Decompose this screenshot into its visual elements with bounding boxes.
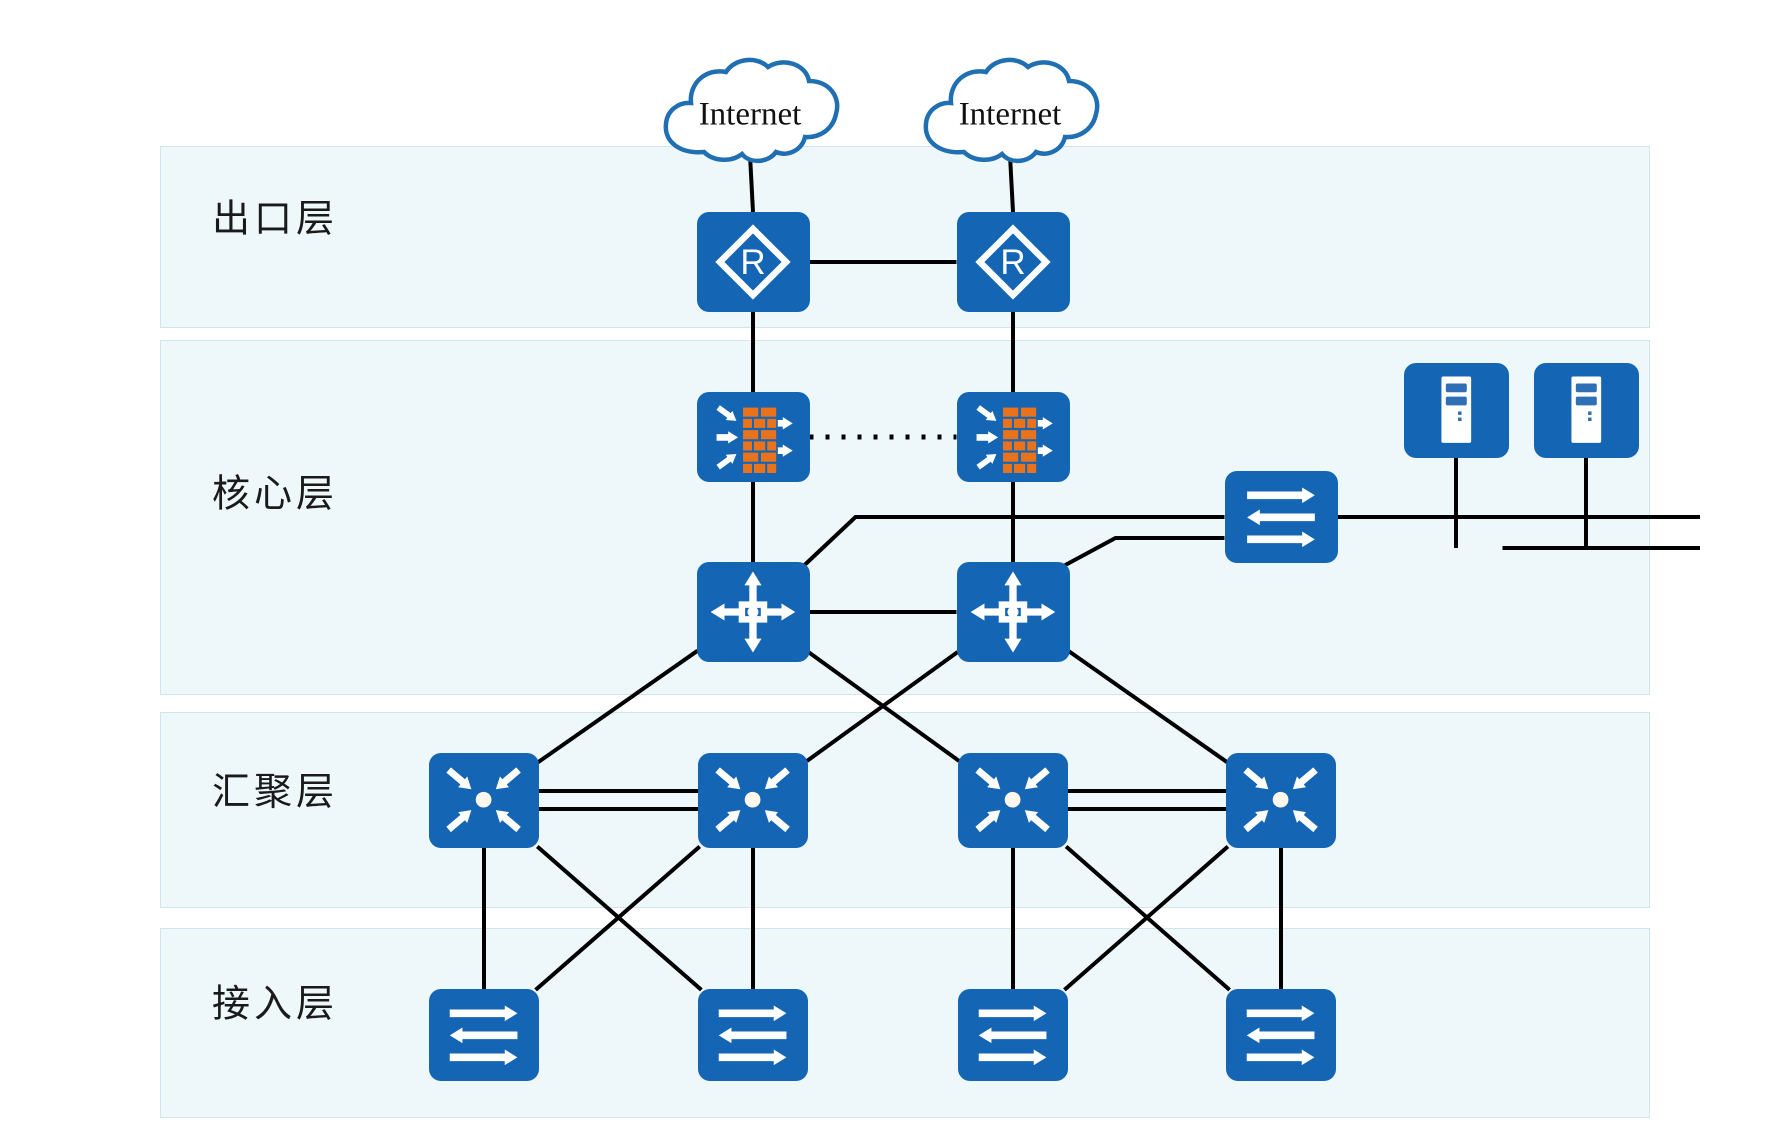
aggregation-switch-icon — [958, 752, 1068, 848]
cloud-label: Internet — [958, 96, 1062, 133]
layer2-switch-icon — [958, 989, 1068, 1081]
node-cloud-1[interactable]: Internet — [650, 50, 850, 180]
cloud-icon — [663, 57, 840, 164]
aggregation-switch-icon — [698, 752, 808, 848]
node-agg-sw-2[interactable] — [698, 752, 808, 848]
node-server-sw[interactable] — [1224, 471, 1338, 563]
node-acc-sw-2[interactable] — [698, 989, 808, 1081]
layer-band-egress — [160, 146, 1650, 328]
node-agg-sw-1[interactable] — [429, 752, 539, 848]
server-icon — [1533, 362, 1639, 458]
node-acc-sw-4[interactable] — [1226, 989, 1336, 1081]
node-firewall-2[interactable] — [956, 392, 1070, 482]
layer2-switch-icon — [698, 989, 808, 1081]
layer-band-access — [160, 928, 1650, 1118]
firewall-icon — [956, 392, 1070, 482]
svg-text:R: R — [740, 243, 765, 282]
node-server-2[interactable] — [1533, 362, 1639, 458]
layer3-switch-icon — [956, 562, 1070, 662]
layer-band-aggregation — [160, 712, 1650, 908]
node-firewall-1[interactable] — [696, 392, 810, 482]
node-agg-sw-3[interactable] — [958, 752, 1068, 848]
node-core-sw-1[interactable] — [696, 562, 810, 662]
layer2-switch-icon — [1224, 471, 1338, 563]
router-icon: R — [696, 212, 810, 312]
node-core-sw-2[interactable] — [956, 562, 1070, 662]
aggregation-switch-icon — [1226, 752, 1336, 848]
layer-label-core: 核心层 — [212, 473, 339, 516]
layer2-switch-icon — [429, 989, 539, 1081]
layer-label-aggregation: 汇聚层 — [212, 771, 339, 814]
cloud-label: Internet — [698, 96, 802, 133]
router-icon: R — [956, 212, 1070, 312]
layer2-switch-icon — [1226, 989, 1336, 1081]
node-server-1[interactable] — [1403, 362, 1509, 458]
node-router-2[interactable]: R — [956, 212, 1070, 312]
cloud-icon — [923, 57, 1100, 164]
aggregation-switch-icon — [429, 752, 539, 848]
firewall-icon — [696, 392, 810, 482]
layer3-switch-icon — [696, 562, 810, 662]
node-router-1[interactable]: R — [696, 212, 810, 312]
node-cloud-2[interactable]: Internet — [910, 50, 1110, 180]
node-acc-sw-3[interactable] — [958, 989, 1068, 1081]
layer-label-egress: 出口层 — [212, 198, 339, 241]
svg-text:R: R — [1000, 243, 1025, 282]
layer-label-access: 接入层 — [212, 983, 339, 1026]
node-acc-sw-1[interactable] — [429, 989, 539, 1081]
node-agg-sw-4[interactable] — [1226, 752, 1336, 848]
server-icon — [1403, 362, 1509, 458]
